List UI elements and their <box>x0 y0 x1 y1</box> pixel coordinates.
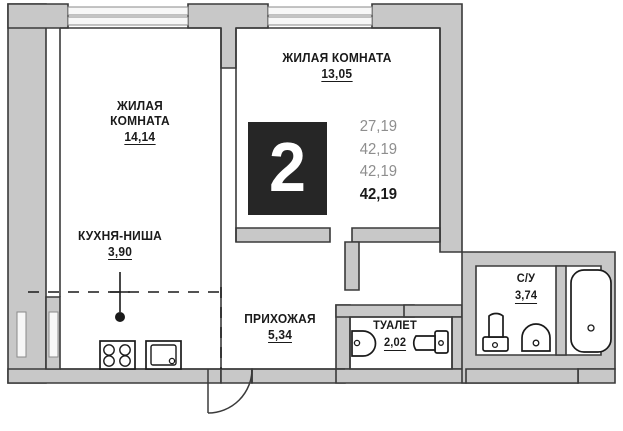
rooms-count-badge: 2 <box>248 122 327 215</box>
lamp-bulb <box>115 312 125 322</box>
bathroom-floor <box>476 266 601 355</box>
window-top-right-pane-upper <box>267 6 373 16</box>
stove-burner-4 <box>119 355 131 367</box>
toilet-room-toilet-icon <box>412 330 449 354</box>
rooms-count-value: 2 <box>269 127 306 206</box>
room-area-value: 14,14 <box>124 129 156 146</box>
room-label-kitchen-niche: КУХНЯ-НИША 3,90 <box>53 228 187 262</box>
room-area-value: 5,34 <box>267 327 293 344</box>
bathroom-flush <box>491 341 499 349</box>
window-top-left-pane-upper <box>67 6 189 16</box>
room-area-value: 13,05 <box>321 66 353 83</box>
wall-pier-hallway <box>344 241 360 291</box>
outline-toilet-room <box>349 316 453 370</box>
room-name-line-2: КОМНАТА <box>110 113 170 129</box>
area-summary-total: 42,19 <box>359 163 397 181</box>
window-top-left-pane-lower <box>67 16 189 26</box>
bathroom-washbasin-icon <box>521 323 551 352</box>
window-top-right-pane-lower <box>267 16 373 26</box>
window-left-lower <box>16 311 27 358</box>
toilet-room-bowl <box>412 335 436 351</box>
wall-toilet-top-left <box>335 304 415 318</box>
exterior-wall-bottom-hallway <box>251 368 346 384</box>
kitchen-sink-icon <box>145 340 182 370</box>
room-name-line-1: ЖИЛАЯ <box>117 98 163 113</box>
wall-bathtub-divider <box>555 265 567 356</box>
stove-burner-3 <box>103 355 115 367</box>
toilet-room-flush <box>438 340 444 346</box>
wall-bottom-right-connector <box>465 368 579 384</box>
bathtub-icon <box>570 269 612 353</box>
bathtub-drain <box>587 324 595 332</box>
exterior-wall-top-left-stub <box>7 3 69 29</box>
exterior-wall-bottom-left <box>7 368 222 384</box>
kitchen-zone-dividers <box>28 287 222 369</box>
bathroom-basin-drain <box>532 339 540 347</box>
area-summary: 27,19 42,19 42,19 42,19 <box>335 116 397 207</box>
bathroom-toilet-icon <box>482 312 509 352</box>
window-left-lower-inner <box>48 311 59 358</box>
kitchen-sink-basin <box>150 344 177 366</box>
area-summary-total-with-balcony: 42,19 <box>359 140 397 158</box>
wall-bathroom-bottom-step <box>577 368 616 384</box>
area-summary-total-bold: 42,19 <box>359 186 397 204</box>
stove-icon <box>99 340 136 370</box>
toilet-room-basin-drain <box>353 339 361 347</box>
room-name-line-1: С/У <box>516 271 536 285</box>
wall-toilet-top-right <box>403 304 463 318</box>
room-name-line-1: ЖИЛАЯ КОМНАТА <box>282 50 392 65</box>
interior-wall-living-room-bottom-left <box>235 227 331 243</box>
bathroom-toilet-bowl <box>488 312 504 338</box>
room-area-value: 3,90 <box>107 244 133 261</box>
ceiling-lamp-icon <box>110 272 130 322</box>
room-label-hallway: ПРИХОЖАЯ 5,34 <box>229 311 331 345</box>
room-label-living-room-left: ЖИЛАЯ КОМНАТА 14,14 <box>73 98 207 147</box>
wall-toilet-bottom <box>335 368 467 384</box>
bathtub-body <box>570 269 612 353</box>
wall-entry-left-jamb <box>220 368 253 384</box>
room-area-value: 3,74 <box>514 287 538 304</box>
room-name-line-1: КУХНЯ-НИША <box>78 228 162 243</box>
toilet-room-washbasin-icon <box>351 330 377 357</box>
room-label-bathroom: С/У 3,74 <box>490 271 562 304</box>
room-label-toilet: ТУАЛЕТ 2,02 <box>356 318 434 351</box>
toilet-room-basin-body <box>351 330 377 357</box>
bathroom-basin-body <box>521 323 551 352</box>
windows <box>16 6 373 358</box>
room-label-living-room-top: ЖИЛАЯ КОМНАТА 13,05 <box>255 50 419 84</box>
interior-wall-living-room-bottom-right <box>351 227 441 243</box>
entry-door-icon <box>207 368 253 414</box>
exterior-wall-left <box>7 3 47 384</box>
room-name-line-1: ТУАЛЕТ <box>373 318 417 332</box>
entry-door-swing-arc <box>207 368 253 414</box>
room-name-line-1: ПРИХОЖАЯ <box>244 311 316 326</box>
room-area-value: 2,02 <box>383 334 407 351</box>
kitchen-sink-drain <box>168 357 176 365</box>
area-summary-living: 27,19 <box>359 118 397 135</box>
